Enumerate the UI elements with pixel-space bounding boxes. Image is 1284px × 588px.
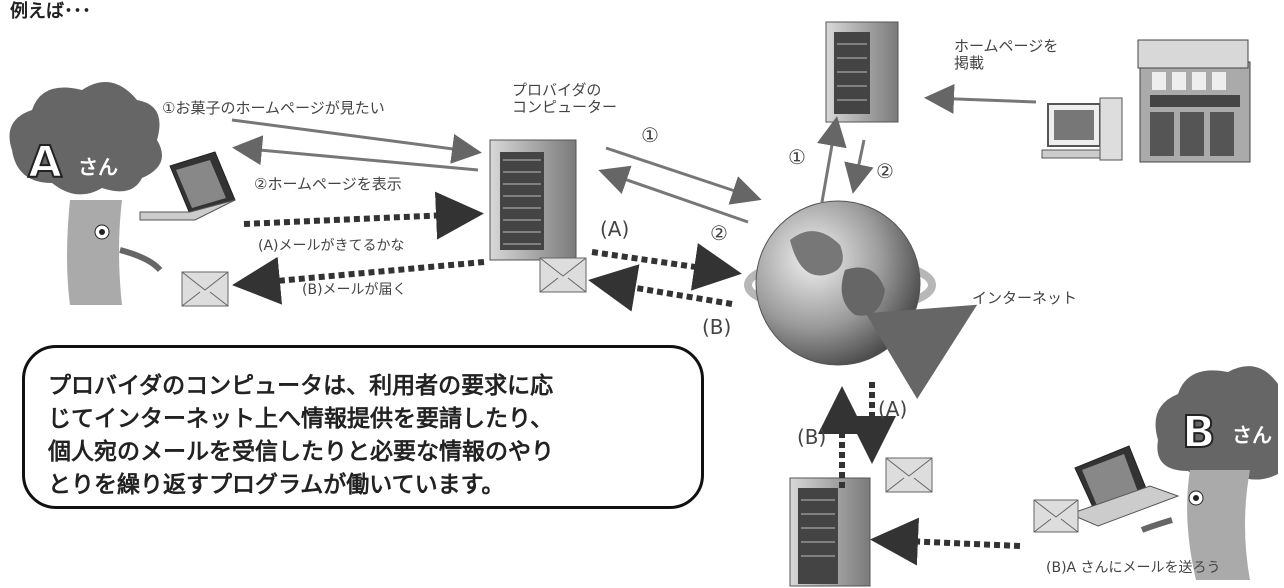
- callout-text: プロバイダのコンピュータは、利用者の要求に応 じてインターネット上へ情報提供を要…: [48, 373, 554, 498]
- provider-label: プロバイダの コンピューター: [512, 81, 618, 117]
- person-b-avatar: [1140, 366, 1278, 580]
- mail-arrives-label: (B)メールが届く: [302, 282, 407, 298]
- mark-b-provider: (B): [702, 315, 732, 339]
- web-server-icon: [825, 21, 899, 123]
- send-mail-label: (B)A さんにメールを送ろう: [1046, 560, 1221, 576]
- provider-server-icon: [489, 139, 577, 261]
- dotted-arrows: [232, 191, 1021, 566]
- mail-server-icon: [789, 477, 871, 587]
- person-a-label: さん: [78, 155, 118, 179]
- callout-box: [22, 345, 704, 509]
- request-label: ①お菓子のホームページが見たい: [162, 99, 385, 117]
- envelope-icon: [539, 257, 587, 293]
- mark-a-provider: (A): [600, 217, 630, 241]
- internet-globe-icon: [744, 200, 978, 400]
- laptop-b-icon: [1068, 445, 1180, 527]
- envelope-icon: [885, 457, 933, 493]
- person-b-label: さん: [1232, 423, 1272, 447]
- internet-label: インターネット: [972, 289, 1078, 307]
- step-1-provider: ①: [641, 123, 659, 147]
- person-b-initial: B: [1181, 406, 1217, 458]
- mark-b-bottom: (B): [797, 425, 827, 449]
- mark-a-bottom: (A): [878, 397, 908, 421]
- laptop-a-icon: [139, 151, 236, 221]
- envelope-icon: [1033, 499, 1079, 533]
- shop-pc-icon: [1041, 97, 1123, 161]
- step-1-webserver: ①: [788, 145, 806, 169]
- envelope-icon: [181, 271, 229, 307]
- display-label: ②ホームページを表示: [254, 175, 402, 193]
- person-a-avatar: [9, 82, 163, 305]
- arrows: [231, 83, 1037, 224]
- check-mail-label: (A)メールがきてるかな: [258, 238, 405, 254]
- step-2-provider: ②: [710, 221, 728, 245]
- shop-icon: [1137, 39, 1251, 163]
- heading: 例えば･･･: [10, 1, 91, 22]
- step-2-webserver: ②: [876, 159, 894, 183]
- homepage-post-label: ホームページを 掲載: [954, 37, 1059, 73]
- person-a-initial: A: [27, 136, 63, 188]
